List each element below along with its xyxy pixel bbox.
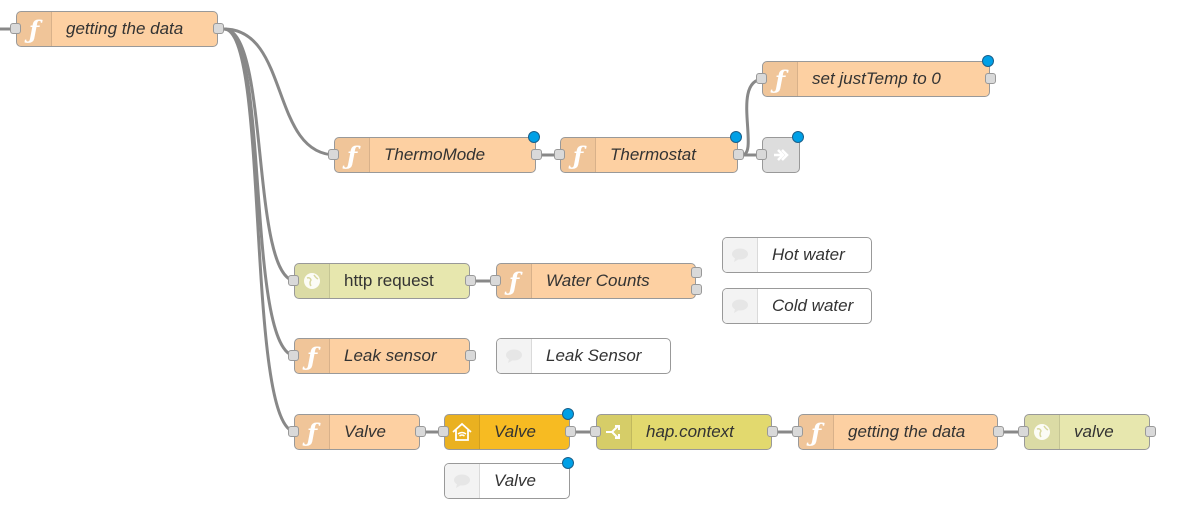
- output-port[interactable]: [993, 426, 1004, 437]
- node-label: Leak Sensor: [546, 346, 642, 365]
- function-icon: ƒ: [295, 415, 330, 449]
- globe-icon: [1025, 415, 1060, 449]
- node-label: ThermoMode: [384, 145, 486, 164]
- node-label: Thermostat: [610, 145, 696, 164]
- node-getting-the-data-2[interactable]: ƒ getting the data: [792, 414, 1004, 450]
- node-label: http request: [344, 271, 434, 290]
- node-valve-http[interactable]: valve: [1018, 414, 1156, 450]
- comment-icon: [723, 238, 758, 272]
- output-port-1[interactable]: [691, 267, 702, 278]
- comment-icon: [445, 464, 480, 498]
- node-comment-valve[interactable]: Valve: [444, 457, 574, 499]
- input-port[interactable]: [10, 23, 21, 34]
- input-port[interactable]: [1018, 426, 1029, 437]
- node-thermomode[interactable]: ƒ ThermoMode: [328, 131, 542, 173]
- node-comment-cold-water[interactable]: Cold water: [722, 288, 872, 324]
- input-port[interactable]: [554, 149, 565, 160]
- output-port[interactable]: [733, 149, 744, 160]
- input-port[interactable]: [590, 426, 601, 437]
- node-getting-the-data[interactable]: ƒ getting the data: [10, 11, 224, 47]
- output-port[interactable]: [213, 23, 224, 34]
- function-icon: ƒ: [799, 415, 834, 449]
- node-valve-function[interactable]: ƒ Valve: [288, 414, 426, 450]
- node-label: hap.context: [646, 422, 734, 441]
- node-thermostat[interactable]: ƒ Thermostat: [554, 131, 744, 173]
- node-label: Water Counts: [546, 271, 650, 290]
- node-hap-context[interactable]: hap.context: [590, 414, 778, 450]
- node-valve-homekit[interactable]: Valve: [438, 408, 576, 450]
- node-label: Cold water: [772, 296, 854, 315]
- node-comment-hot-water[interactable]: Hot water: [722, 237, 872, 273]
- node-label: Leak sensor: [344, 346, 437, 365]
- input-port[interactable]: [288, 275, 299, 286]
- function-icon: ƒ: [763, 62, 798, 96]
- node-comment-leak-sensor[interactable]: Leak Sensor: [496, 338, 671, 374]
- node-set-justtemp[interactable]: ƒ set justTemp to 0: [756, 55, 996, 97]
- output-port[interactable]: [415, 426, 426, 437]
- node-link-out[interactable]: [756, 131, 804, 173]
- changed-badge: [528, 131, 540, 143]
- output-port[interactable]: [985, 73, 996, 84]
- node-label: getting the data: [848, 422, 966, 441]
- function-icon: ƒ: [295, 339, 330, 373]
- comment-icon: [497, 339, 532, 373]
- function-icon: ƒ: [497, 264, 532, 298]
- node-label: getting the data: [66, 19, 184, 38]
- input-port[interactable]: [328, 149, 339, 160]
- function-icon: ƒ: [561, 138, 596, 172]
- function-icon: ƒ: [17, 12, 52, 46]
- output-port-2[interactable]: [691, 284, 702, 295]
- function-icon: ƒ: [335, 138, 370, 172]
- input-port[interactable]: [438, 426, 449, 437]
- home-icon: [445, 415, 480, 449]
- node-label: Valve: [494, 422, 536, 441]
- output-port[interactable]: [465, 350, 476, 361]
- globe-icon: [295, 264, 330, 298]
- changed-badge: [730, 131, 742, 143]
- output-port[interactable]: [531, 149, 542, 160]
- input-port[interactable]: [792, 426, 803, 437]
- node-label: Valve: [494, 471, 536, 490]
- output-port[interactable]: [1145, 426, 1156, 437]
- input-port[interactable]: [288, 350, 299, 361]
- wire: [223, 27, 297, 358]
- input-port[interactable]: [756, 73, 767, 84]
- link-out-icon: [763, 138, 799, 172]
- output-port[interactable]: [767, 426, 778, 437]
- changed-badge: [562, 408, 574, 420]
- wire: [223, 27, 337, 157]
- node-leak-sensor[interactable]: ƒ Leak sensor: [288, 338, 476, 374]
- node-label: set justTemp to 0: [812, 69, 941, 88]
- output-port[interactable]: [465, 275, 476, 286]
- input-port[interactable]: [490, 275, 501, 286]
- changed-badge: [562, 457, 574, 469]
- node-http-request[interactable]: http request: [288, 263, 476, 299]
- wire: [223, 27, 297, 283]
- node-label: Valve: [344, 422, 386, 441]
- changed-badge: [982, 55, 994, 67]
- comment-icon: [723, 289, 758, 323]
- node-water-counts[interactable]: ƒ Water Counts: [490, 263, 702, 299]
- output-port[interactable]: [565, 426, 576, 437]
- node-label: Hot water: [772, 245, 845, 264]
- node-label: valve: [1074, 422, 1114, 441]
- wire: [741, 77, 765, 157]
- input-port[interactable]: [288, 426, 299, 437]
- shuffle-icon: [597, 415, 632, 449]
- input-port[interactable]: [756, 149, 767, 160]
- wire: [223, 27, 297, 434]
- changed-badge: [792, 131, 804, 143]
